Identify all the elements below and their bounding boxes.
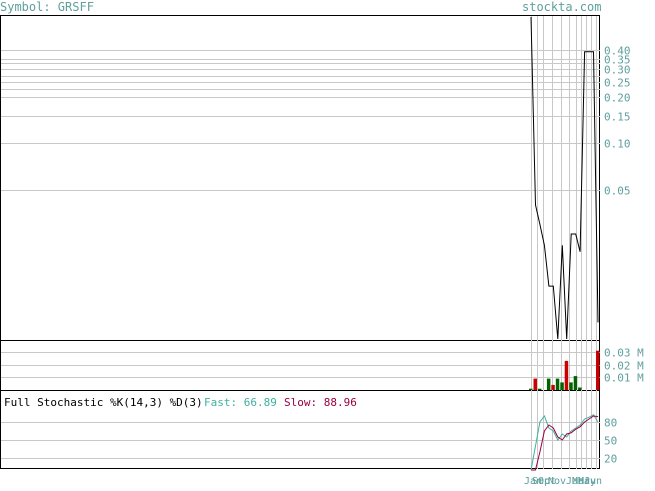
stochastic-tick-label: 50	[604, 435, 617, 448]
price-tick-label: 0.15	[604, 111, 631, 124]
stochastic-fast-line	[530, 414, 599, 471]
grid-lines	[1, 16, 600, 469]
stochastic-slow-label: Slow: 88.96	[284, 396, 357, 409]
volume-bar	[560, 382, 564, 390]
volume-axis: 0.03 M0.02 M0.01 M	[604, 347, 644, 385]
date-tick-label: May	[578, 476, 596, 486]
price-tick-label: 0.25	[604, 77, 631, 90]
price-tick-label: 0.35	[604, 54, 631, 67]
volume-bar	[529, 388, 533, 390]
price-tick-label: 0.40	[604, 45, 631, 58]
date-tick-label: Jan	[524, 476, 542, 486]
stochastic-title: Full Stochastic %K(14,3) %D(3)	[4, 396, 203, 409]
volume-tick-label: 0.02 M	[604, 360, 644, 373]
stochastic-fast-label: Fast: 66.89	[204, 396, 277, 409]
volume-bar	[578, 387, 582, 390]
volume-bar	[569, 382, 573, 390]
stochastic-axis: 80 50 20	[604, 417, 617, 466]
volume-bar	[555, 378, 560, 390]
volume-bar	[546, 378, 551, 390]
volume-bar	[533, 378, 537, 390]
date-tick-label: Mar	[572, 476, 590, 486]
volume-bar	[596, 350, 600, 390]
price-tick-label: 0.30	[604, 64, 631, 77]
price-panel-frame	[0, 15, 600, 341]
volume-bar	[551, 384, 555, 390]
date-tick-label: Jun	[584, 476, 602, 486]
date-tick-label: Nov	[548, 476, 566, 486]
price-tick-label: 0.10	[604, 138, 631, 151]
date-tick-label: Oct	[538, 476, 556, 486]
stochastic-slow-line	[531, 415, 599, 471]
price-line	[530, 16, 599, 340]
stochastic-tick-label: 80	[604, 417, 617, 430]
volume-bar	[537, 388, 542, 390]
site-name: stockta.com	[522, 0, 601, 14]
volume-tick-label: 0.01 M	[604, 372, 644, 385]
volume-bar	[573, 376, 578, 390]
stochastic-panel-frame	[0, 390, 600, 469]
price-tick-label: 0.20	[604, 92, 631, 105]
price-tick-label: 0.05	[604, 185, 631, 198]
volume-tick-label: 0.03 M	[604, 347, 644, 360]
stochastic-tick-label: 20	[604, 453, 617, 466]
price-axis: 0.400.350.300.25 0.20 0.15 0.10 0.05	[604, 45, 631, 198]
volume-bar	[564, 360, 569, 390]
date-tick-label: Sep	[532, 476, 550, 486]
symbol-label: Symbol: GRSFF	[0, 0, 94, 14]
volume-bars	[529, 350, 600, 390]
date-tick-label: Jan	[566, 476, 584, 486]
